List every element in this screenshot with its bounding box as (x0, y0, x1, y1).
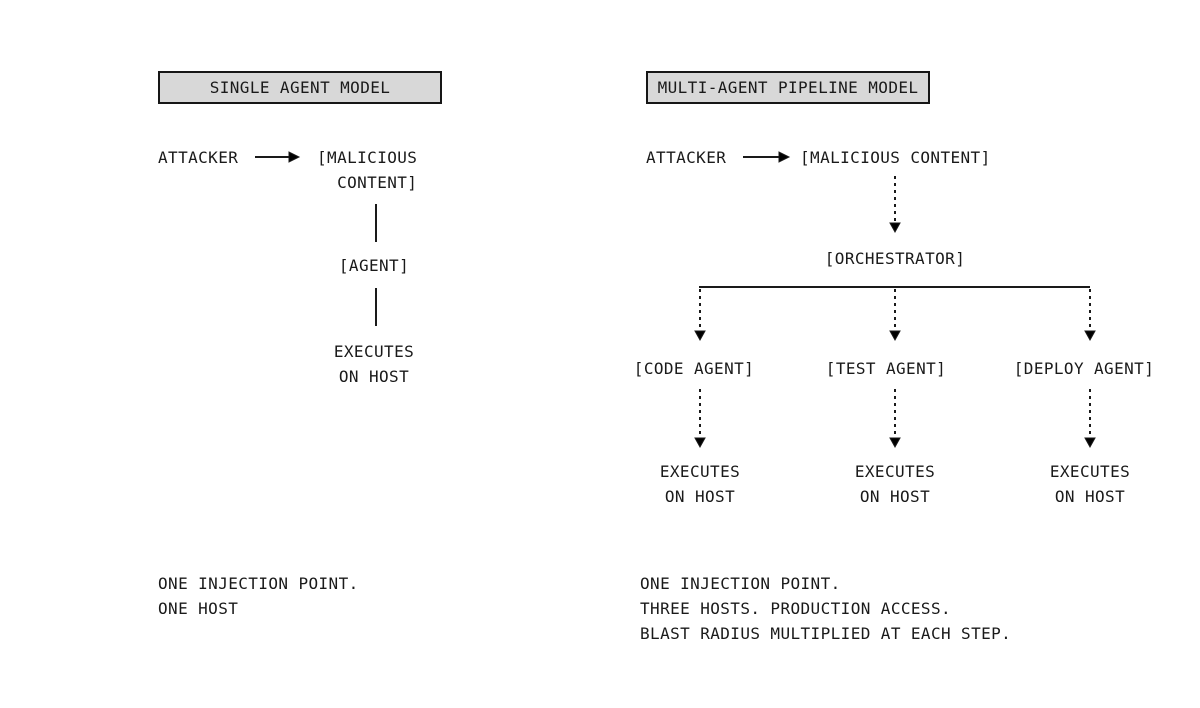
deploy-agent-label: [DEPLOY AGENT] (1013, 359, 1155, 378)
left-attacker-arrow-icon (255, 151, 301, 163)
single-agent-model-title: SINGLE AGENT MODEL (158, 71, 442, 104)
orchestrator-label: [ORCHESTRATOR] (824, 249, 966, 268)
deploy-agent-executes-label: EXECUTES ON HOST (1049, 462, 1131, 506)
right-attacker-arrow-icon (743, 151, 791, 163)
branch-to-test-agent-arrow-icon (889, 289, 901, 342)
test-agent-to-host-arrow-icon (889, 389, 901, 449)
multi-agent-pipeline-model-title: MULTI-AGENT PIPELINE MODEL (646, 71, 930, 104)
code-agent-label: [CODE AGENT] (633, 359, 755, 378)
left-malicious-content-label: [MALICIOUS CONTENT] (317, 148, 418, 192)
left-summary-text: ONE INJECTION POINT. ONE HOST (158, 574, 359, 618)
right-attacker-label: ATTACKER (646, 148, 727, 167)
right-summary-text: ONE INJECTION POINT. THREE HOSTS. PRODUC… (640, 574, 1012, 643)
code-agent-executes-label: EXECUTES ON HOST (659, 462, 741, 506)
test-agent-executes-label: EXECUTES ON HOST (854, 462, 936, 506)
left-agent-label: [AGENT] (338, 256, 410, 275)
left-executes-on-host-label: EXECUTES ON HOST (333, 342, 415, 386)
left-attacker-label: ATTACKER (158, 148, 239, 167)
deploy-agent-to-host-arrow-icon (1084, 389, 1096, 449)
branch-to-code-agent-arrow-icon (694, 289, 706, 342)
code-agent-to-host-arrow-icon (694, 389, 706, 449)
right-malicious-content-label: [MALICIOUS CONTENT] (800, 148, 991, 167)
malicious-to-orchestrator-arrow-icon (889, 176, 901, 234)
test-agent-label: [TEST AGENT] (825, 359, 947, 378)
branch-to-deploy-agent-arrow-icon (1084, 289, 1096, 342)
